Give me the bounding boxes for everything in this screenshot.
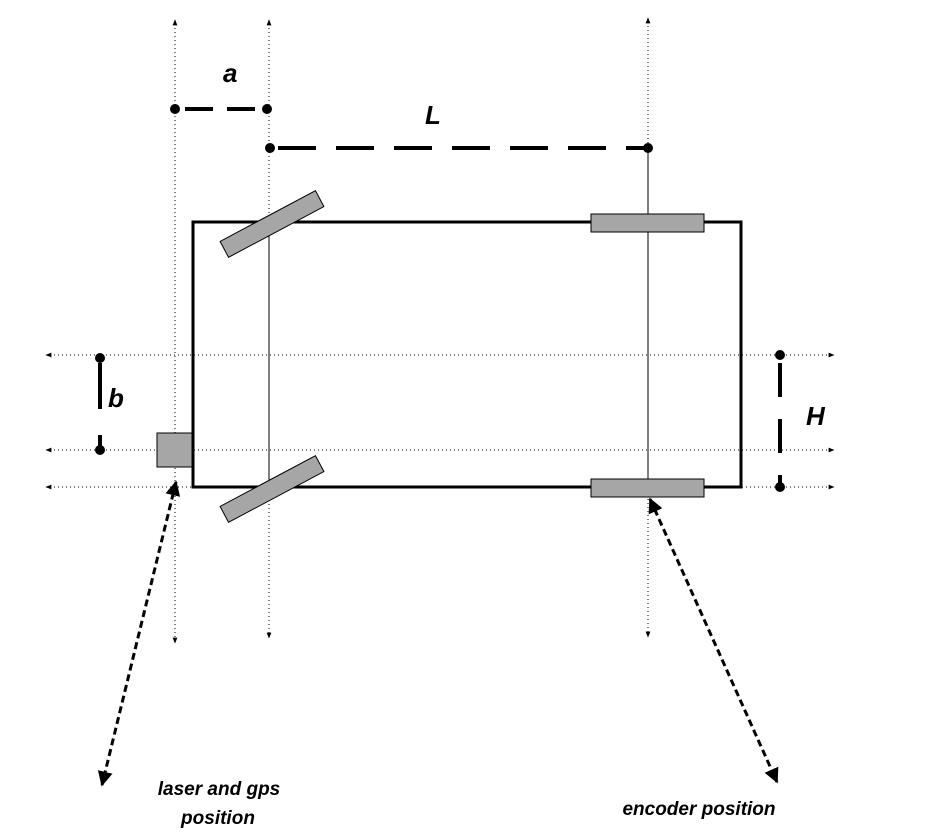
front-right-wheel <box>219 455 325 523</box>
laser-gps-caption-line2: position <box>180 808 255 829</box>
dimension-L-end-dot <box>643 143 653 153</box>
dimension-L: L <box>265 100 653 153</box>
dimension-H-top-dot <box>775 350 785 360</box>
dimension-b: b <box>95 353 124 455</box>
wheels <box>219 190 705 523</box>
axle-lines <box>268 148 649 487</box>
dimension-b-label: b <box>108 383 124 413</box>
encoder-caption: encoder position <box>622 799 775 820</box>
dimension-a-start-dot <box>170 104 180 114</box>
laser-gps-pointer-arrow <box>97 480 181 787</box>
dimension-H-label: H <box>806 401 826 431</box>
dimension-a: a <box>170 58 272 114</box>
dimension-H: H <box>775 350 826 492</box>
vehicle-body <box>191 220 743 489</box>
vertical-guide-lines <box>172 17 651 644</box>
dimension-a-end-dot <box>262 104 272 114</box>
dimension-b-top-dot <box>95 353 105 363</box>
laser-gps-caption-line1: laser and gps <box>158 779 281 800</box>
dimension-b-bottom-dot <box>95 445 105 455</box>
rear-left-wheel <box>590 213 705 233</box>
front-left-wheel <box>219 190 325 258</box>
rear-right-wheel <box>590 478 705 498</box>
dimension-L-label: L <box>425 100 441 130</box>
dimension-L-start-dot <box>265 143 275 153</box>
dimension-a-label: a <box>223 58 237 88</box>
pointer-arrows <box>97 480 779 787</box>
laser-gps-sensor <box>156 432 193 468</box>
encoder-pointer-arrow <box>648 497 779 784</box>
dimension-H-bottom-dot <box>775 482 785 492</box>
